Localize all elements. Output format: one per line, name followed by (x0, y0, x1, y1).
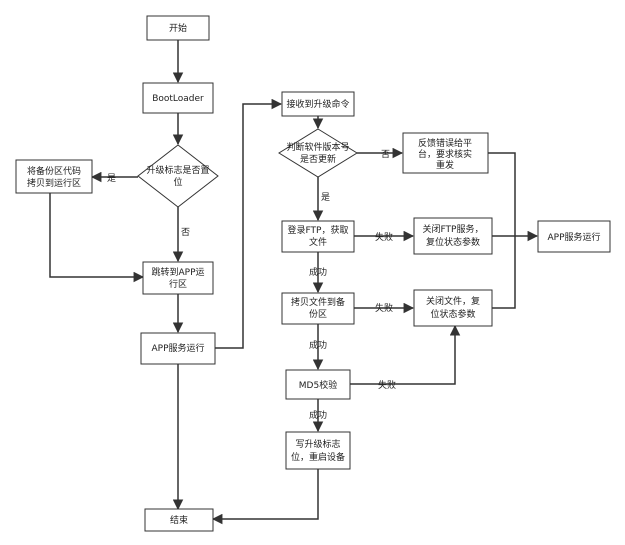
node-check-flag: 升级标志是否置 位 (137, 144, 219, 208)
label-success-copy: 成功 (309, 339, 327, 351)
node-jump-app: 跳转到APP运 行区 (142, 261, 214, 295)
label-success-login: 成功 (309, 266, 327, 278)
node-close-file: 关闭文件，复 位状态参数 (413, 289, 493, 327)
node-app-run-right-label: APP服务运行 (547, 231, 600, 243)
node-check-flag-line1: 升级标志是否置 (146, 164, 209, 176)
edges (49, 40, 539, 525)
node-close-file-line2: 位状态参数 (430, 308, 475, 320)
node-copy-backup-line1: 将备份区代码 (27, 165, 81, 177)
node-copy-file-line1: 拷贝文件到备 (291, 296, 345, 308)
node-copy-backup: 将备份区代码 拷贝到运行区 (15, 159, 93, 194)
node-close-ftp: 关闭FTP服务， 复位状态参数 (413, 217, 493, 255)
label-fail-login: 失败 (375, 231, 393, 243)
node-bootloader-label: BootLoader (152, 94, 204, 104)
node-bootloader: BootLoader (142, 82, 214, 114)
node-end: 结束 (144, 508, 214, 532)
node-check-version-line1: 判断软件版本号 (286, 141, 349, 153)
node-copy-backup-line2: 拷贝到运行区 (27, 177, 81, 189)
label-no-left: 否 (181, 227, 190, 238)
node-check-version: 判断软件版本号 是否更新 (278, 128, 358, 178)
node-close-ftp-line1: 关闭FTP服务， (423, 223, 484, 235)
node-jump-app-line2: 行区 (169, 278, 187, 290)
node-app-run-left: APP服务运行 (140, 332, 216, 365)
node-report-error: 反馈错误给平 台，要求核实 重发 (402, 132, 489, 174)
edge-app-to-recv (215, 98, 283, 349)
node-jump-app-line1: 跳转到APP运 (151, 266, 204, 278)
label-success-md5: 成功 (309, 409, 327, 421)
node-close-ftp-line2: 复位状态参数 (426, 236, 480, 248)
edge-copy-to-jump (49, 193, 145, 283)
node-app-run-left-label: APP服务运行 (151, 342, 204, 354)
edge-md5-fail-to-close-file (350, 324, 461, 385)
nodes: 开始 BootLoader 升级标志是否置 位 将备份区代码 拷贝到运行区 跳转… (15, 15, 611, 532)
edge-report-to-app-right (488, 152, 516, 236)
edge-labels: 是 否 否 是 失败 成功 失败 成功 失败 成功 (107, 149, 396, 421)
node-app-run-right: APP服务运行 (537, 220, 611, 253)
node-report-error-line1: 反馈错误给平 (418, 137, 472, 149)
node-login-ftp-line2: 文件 (309, 236, 327, 248)
label-no-right: 否 (381, 149, 390, 160)
node-login-ftp-line1: 登录FTP，获取 (288, 225, 349, 236)
node-copy-file: 拷贝文件到备 份区 (281, 292, 355, 325)
node-copy-file-line2: 份区 (309, 308, 327, 320)
node-recv-cmd: 接收到升级命令 (281, 91, 355, 117)
node-md5-check-label: MD5校验 (299, 379, 337, 391)
node-write-flag-line1: 写升级标志 (295, 438, 340, 450)
node-login-ftp: 登录FTP，获取 文件 (281, 220, 355, 253)
node-report-error-line3: 重发 (436, 159, 454, 171)
label-fail-md5: 失败 (378, 379, 396, 391)
node-close-file-line1: 关闭文件，复 (426, 295, 480, 307)
edge-close-file-to-app-right (492, 236, 516, 309)
node-write-flag-line2: 位，重启设备 (291, 451, 345, 463)
node-recv-cmd-label: 接收到升级命令 (286, 98, 349, 110)
node-start: 开始 (146, 15, 210, 41)
node-check-flag-line2: 位 (173, 176, 182, 188)
node-check-version-line2: 是否更新 (300, 153, 336, 165)
node-end-label: 结束 (170, 514, 188, 526)
label-yes-left: 是 (107, 173, 116, 184)
node-write-flag: 写升级标志 位，重启设备 (285, 431, 351, 470)
label-fail-copy: 失败 (375, 302, 393, 314)
node-md5-check: MD5校验 (285, 369, 351, 400)
node-start-label: 开始 (169, 22, 187, 34)
label-yes-right: 是 (321, 192, 330, 203)
edge-write-to-end (211, 469, 319, 525)
node-report-error-line2: 台，要求核实 (418, 148, 472, 160)
